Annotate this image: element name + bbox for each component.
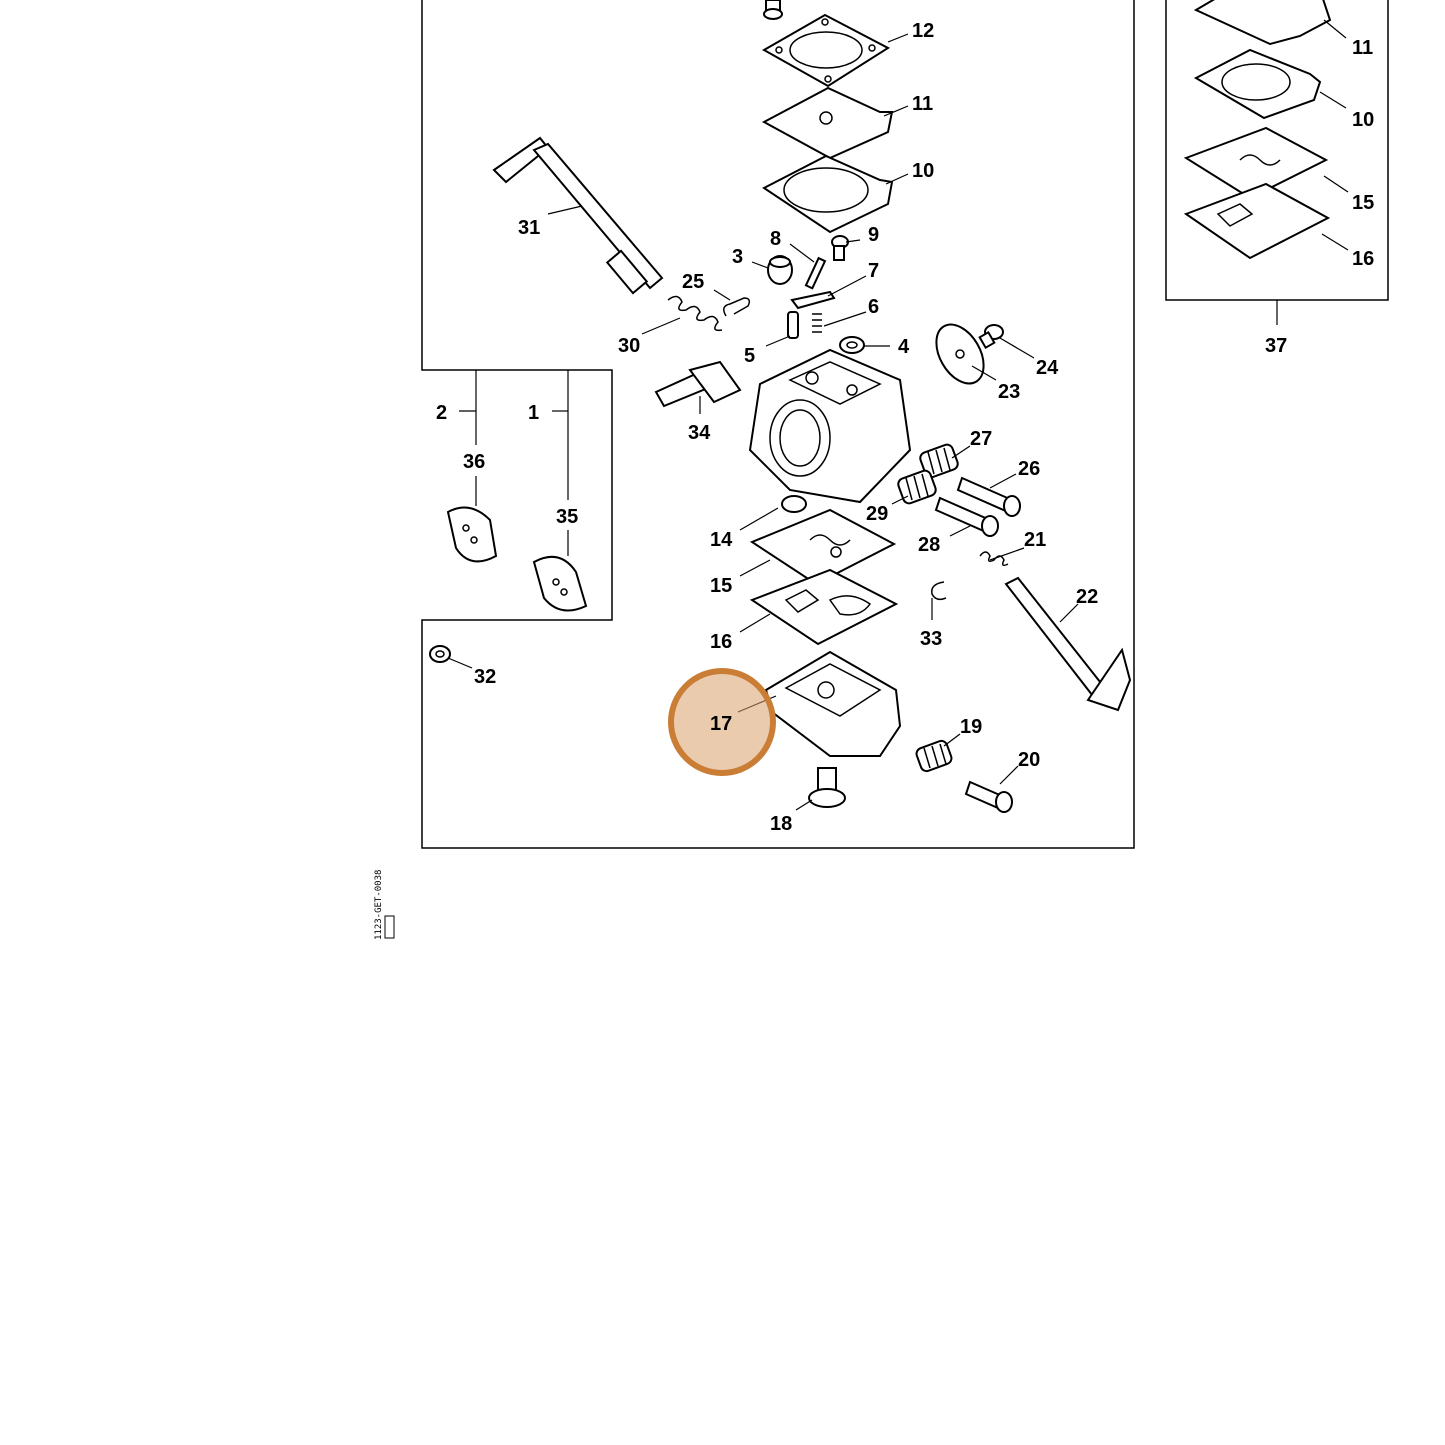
kit-diaphragm-15-part [1183,126,1329,200]
callout-1[interactable]: 1 [528,402,539,424]
screw-18-icon [808,767,846,808]
leader-lines [447,19,1349,811]
carburetor-body-part [748,348,912,504]
clip-33-icon [931,581,947,601]
callout-34[interactable]: 34 [688,422,711,444]
pump-gasket-16-part [749,568,899,646]
inset-callout-16[interactable]: 16 [1352,248,1374,270]
spring-21-icon [979,551,1009,567]
cover-plate-part [761,13,890,88]
washer-4-icon [839,336,865,354]
spring-27-icon [919,443,959,479]
callout-23[interactable]: 23 [998,381,1020,403]
callout-33[interactable]: 33 [920,628,942,650]
callout-10[interactable]: 10 [912,160,934,182]
callout-22[interactable]: 22 [1076,586,1098,608]
document-id-box [384,915,395,939]
throttle-disc-23-icon [935,323,985,385]
callout-11[interactable]: 11 [912,93,933,115]
callout-24[interactable]: 24 [1036,357,1059,379]
callout-16[interactable]: 16 [710,631,732,653]
diagram-frame [421,0,1389,849]
callout-31[interactable]: 31 [518,217,540,239]
pin-8-icon [804,256,827,290]
callout-7[interactable]: 7 [868,260,879,282]
callout-3[interactable]: 3 [732,246,743,268]
callout-18[interactable]: 18 [770,813,792,835]
screen-14-icon [781,495,807,513]
plate-36-icon [446,506,498,563]
adjust-screw-28-icon [934,496,999,537]
inset-callout-11[interactable]: 11 [1352,37,1373,59]
callout-28[interactable]: 28 [918,534,940,556]
callout-labels: 1 2 3 4 5 6 7 8 9 10 11 12 14 15 16 17 1… [436,20,1374,835]
callout-25[interactable]: 25 [682,271,704,293]
screw-24-icon [978,324,1004,350]
callout-15[interactable]: 15 [710,575,732,597]
kit-diaphragm-11-part [1193,0,1332,46]
callout-4[interactable]: 4 [898,336,910,358]
callout-9[interactable]: 9 [868,224,879,246]
kit-gasket-16-part [1183,182,1331,260]
callout-14[interactable]: 14 [710,529,733,551]
spring-29-icon [897,469,937,505]
needle-5-icon [787,311,799,339]
callout-21[interactable]: 21 [1024,529,1046,551]
document-id: 1123-GET-0038 [374,870,384,940]
callout-19[interactable]: 19 [960,716,982,738]
callout-30[interactable]: 30 [618,335,640,357]
callout-8[interactable]: 8 [770,228,781,250]
spring-19-icon [915,739,953,773]
fitting-34-icon [654,360,742,408]
callout-29[interactable]: 29 [866,503,888,525]
inset-callout-15[interactable]: 15 [1352,192,1374,214]
inset-callout-10[interactable]: 10 [1352,109,1374,131]
callout-12[interactable]: 12 [912,20,934,42]
callout-27[interactable]: 27 [970,428,992,450]
choke-shaft-22-part [1004,576,1132,712]
spring-6-icon [812,313,822,333]
pump-diaphragm-15-part [749,508,897,586]
diaphragm-part [761,86,894,160]
plug-3-icon [767,255,793,285]
screw-20-icon [964,780,1013,813]
callout-26[interactable]: 26 [1018,458,1040,480]
screw-top-icon [763,0,783,20]
callout-2[interactable]: 2 [436,402,447,424]
clip-25-icon [723,297,751,317]
highlight-marker-17[interactable] [668,668,776,776]
callout-20[interactable]: 20 [1018,749,1040,771]
screw-9-icon [831,235,849,261]
screw-32-icon [429,645,451,663]
callout-6[interactable]: 6 [868,296,879,318]
callout-36[interactable]: 36 [463,451,485,473]
lever-7-icon [790,290,836,310]
throttle-shaft-part [492,136,664,295]
plate-35-icon [532,555,588,612]
pump-cover-17-part [764,650,902,757]
callout-5[interactable]: 5 [744,345,755,367]
spring-30-icon [667,295,723,332]
adjust-screw-26-icon [956,476,1021,517]
callout-37[interactable]: 37 [1265,335,1287,357]
kit-gasket-10-part [1193,48,1322,120]
callout-35[interactable]: 35 [556,506,578,528]
gasket-part [762,154,894,234]
callout-32[interactable]: 32 [474,666,496,688]
callout-17[interactable]: 17 [710,713,732,735]
svg-text:1123-GET-0038: 1123-GET-0038 [374,870,384,940]
